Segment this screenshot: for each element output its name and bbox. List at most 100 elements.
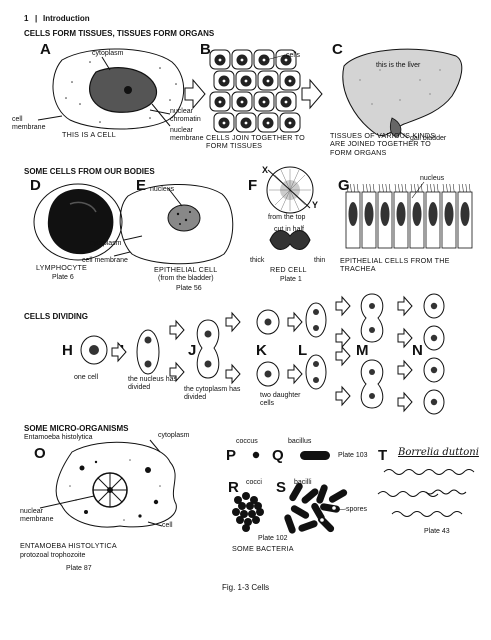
caption-daughter-cells-text: two daughter cells	[260, 392, 301, 408]
dividing-nucleus	[430, 366, 438, 374]
caption-daughter-cells: two daughter cells	[260, 392, 312, 408]
caption-protozoal: protozoal trophozoite	[20, 552, 86, 559]
label-cytoplasm-a: cytoplasm	[92, 50, 124, 57]
bacillus-shape	[300, 451, 330, 460]
cilium	[410, 183, 413, 193]
bacilli-shape	[301, 488, 319, 504]
tissue-nucleolus	[288, 121, 292, 125]
bacilli-shape	[328, 489, 348, 503]
caption-one-cell: one cell	[74, 374, 99, 381]
trachea-nucleus	[348, 202, 358, 226]
tissue-leader-line	[265, 54, 286, 61]
trachea-nucleus	[396, 202, 406, 226]
dividing-nucleus	[89, 345, 99, 355]
trachea-nucleus	[428, 202, 438, 226]
label-bacillus: bacillus	[288, 438, 312, 445]
cilium	[404, 183, 407, 193]
cilium	[366, 183, 368, 193]
tissue-nucleolus	[284, 58, 288, 62]
label-y: Y	[312, 200, 319, 210]
figure-letter-d: D	[30, 177, 41, 194]
caption-nucleus-divided-text: the nucleus has divided	[128, 376, 178, 392]
cocci-shape	[256, 508, 264, 516]
cilium	[430, 183, 432, 193]
label-nucleus-g: nucleus	[420, 175, 445, 182]
tissue-nucleolus	[266, 121, 270, 125]
label-from-the-top: from the top	[268, 214, 306, 221]
caption-red-cell: RED CELL	[270, 265, 307, 274]
bacilli-shape	[290, 505, 310, 519]
division-arrow	[169, 361, 185, 383]
cilium	[462, 183, 464, 193]
figure-letter-p: P	[226, 447, 237, 464]
bacilli-shape	[316, 484, 328, 504]
figure-caption: Fig. 1-3 Cells	[222, 583, 270, 592]
cocci-shape	[242, 492, 250, 500]
dividing-nucleus	[264, 370, 272, 378]
cocci-shape	[252, 516, 260, 524]
figure-letter-o: O	[34, 445, 46, 462]
label-thick: thick	[250, 257, 265, 264]
plate-87: Plate 87	[66, 565, 92, 572]
division-arrow	[225, 363, 241, 385]
cilium	[382, 183, 384, 193]
cilium	[346, 183, 349, 193]
label-borrelia-duttoni: Borrelia duttoni	[398, 447, 479, 458]
dividing-cell	[305, 302, 327, 338]
cilium	[449, 183, 452, 193]
caption-this-is-a-cell: THIS IS A CELL	[62, 130, 116, 139]
cilium	[468, 183, 471, 193]
cilium	[442, 183, 445, 193]
caption-tissues-organs: TISSUES OF VARIOUS KINDS ARE JOINED TOGE…	[330, 131, 450, 157]
label-bacilli: bacilli	[294, 479, 312, 486]
label-gall-bladder: gall bladder	[410, 135, 447, 142]
caption-epithelial-cell: EPITHELIAL CELL	[154, 265, 218, 274]
figure-letter-m: M	[356, 342, 369, 359]
bacilli-shape	[320, 503, 340, 513]
spore-shape	[320, 518, 324, 522]
cilium	[436, 183, 439, 193]
label-nuclear-membrane-a-text: nuclear membrane	[170, 127, 204, 142]
tissue-nucleolus	[222, 79, 226, 83]
cilium	[458, 183, 461, 193]
dividing-cell	[136, 329, 160, 375]
dividing-nucleus	[313, 325, 319, 331]
dividing-nucleus	[144, 336, 152, 344]
cocci-shape	[248, 510, 256, 518]
pinching-cell	[360, 293, 384, 343]
caption-from-bladder: (from the bladder)	[158, 275, 214, 282]
cilium	[401, 183, 404, 193]
label-cut-in-half: cut in half	[274, 226, 304, 233]
dividing-nucleus	[204, 330, 212, 338]
dividing-nucleus	[313, 309, 319, 315]
tissue-nucleolus	[262, 100, 266, 104]
tissue-nucleolus	[288, 79, 292, 83]
figure-letter-l: L	[298, 342, 308, 359]
cilium	[394, 183, 397, 193]
coccus-shape	[252, 451, 260, 459]
caption-cells-join-text: CELLS JOIN TOGETHER TO FORM TISSUES	[206, 133, 305, 151]
plate-56: Plate 56	[176, 285, 202, 292]
label-coccus: coccus	[236, 438, 258, 445]
cilium	[398, 183, 400, 193]
label-spores: spores	[346, 506, 368, 513]
dividing-cell	[305, 354, 327, 390]
figure-letter-s: S	[276, 479, 287, 496]
label-x: X	[262, 165, 269, 175]
division-arrow	[169, 319, 185, 341]
division-arrow	[111, 341, 127, 363]
caption-entamoeba: ENTAMOEBA HISTOLYTICA	[20, 541, 117, 550]
label-nuclear-membrane-a: nuclear membrane	[170, 127, 210, 142]
plate-102: Plate 102	[258, 535, 288, 542]
cocci-shape	[234, 496, 242, 504]
bacilli-shape	[289, 482, 303, 502]
dividing-nucleus	[264, 318, 272, 326]
division-arrow	[335, 295, 351, 317]
tissue-nucleolus	[244, 79, 248, 83]
